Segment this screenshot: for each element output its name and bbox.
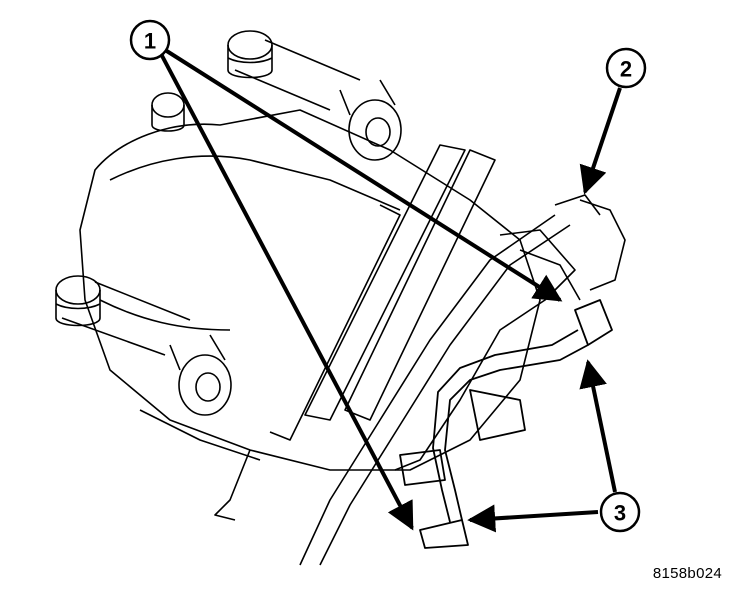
leader-line-3a — [579, 359, 617, 493]
callout-1-label: 1 — [144, 29, 156, 54]
abutment-clip — [399, 299, 613, 549]
caliper-housing — [79, 109, 541, 471]
figure-id: 8158b024 — [652, 565, 722, 582]
leader-line-1a — [160, 46, 563, 302]
leader-line-2 — [579, 87, 622, 195]
callout-2: 2 — [605, 47, 647, 89]
brake-pad-assembly — [214, 144, 626, 566]
callout-1: 1 — [129, 19, 171, 61]
callout-3-label: 3 — [614, 501, 626, 526]
leader-line-3b — [467, 504, 599, 533]
guide-pin-upper — [151, 30, 402, 161]
callout-2-label: 2 — [620, 57, 632, 82]
guide-pin-lower — [55, 275, 232, 416]
callout-3: 3 — [599, 491, 641, 533]
leader-line-1b — [158, 51, 414, 531]
